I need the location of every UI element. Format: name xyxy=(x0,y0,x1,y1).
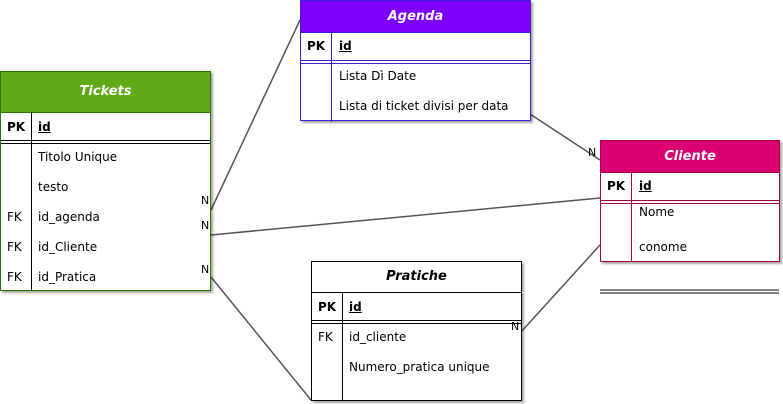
field-lista-ticket: Lista di ticket divisi per data xyxy=(339,99,509,113)
field-testo: testo xyxy=(38,180,69,194)
field-id: id xyxy=(639,179,652,193)
field-id-cliente: id_Cliente xyxy=(38,240,98,254)
fk-label: FK xyxy=(7,240,22,254)
pk-label: PK xyxy=(607,179,626,193)
entity-agenda[interactable]: Agenda PK id Lista Dì Date Lista di tick… xyxy=(300,0,531,122)
entity-pratiche[interactable]: Pratiche PK id FK id_cliente Numero_prat… xyxy=(311,261,522,401)
fk-label: FK xyxy=(318,330,333,344)
field-id: id xyxy=(38,120,51,134)
field-id: id xyxy=(349,300,362,314)
relation-tickets-pratiche xyxy=(210,276,312,401)
entity-cliente[interactable]: Cliente PK id Nome conome xyxy=(600,140,780,262)
field-id: id xyxy=(339,39,352,53)
field-conome: conome xyxy=(639,240,687,254)
entity-pratiche-header: Pratiche xyxy=(312,262,521,292)
field-titolo: Titolo Unique xyxy=(38,150,118,164)
relation-agenda-cliente xyxy=(529,113,601,161)
entity-cliente-header: Cliente xyxy=(601,141,779,172)
entity-tickets-header: Tickets xyxy=(1,72,210,112)
field-id-pratica: id_Pratica xyxy=(38,270,97,284)
field-id-cliente: id_cliente xyxy=(349,330,407,344)
cardinality-label: N xyxy=(201,219,210,232)
relation-pratiche-cliente xyxy=(520,244,601,333)
pk-label: PK xyxy=(7,120,26,134)
field-numero-pratica: Numero_pratica unique xyxy=(349,360,490,374)
cardinality-label: N xyxy=(201,263,210,276)
field-id-agenda: id_agenda xyxy=(38,210,100,224)
cardinality-label: N xyxy=(511,320,520,333)
entity-agenda-header: Agenda xyxy=(301,1,530,32)
pk-label: PK xyxy=(318,300,337,314)
entity-tickets[interactable]: Tickets PK id Titolo Unique testo FK id_… xyxy=(0,71,211,291)
fk-label: FK xyxy=(7,210,22,224)
relation-tickets-agenda xyxy=(210,19,301,211)
fk-label: FK xyxy=(7,270,22,284)
field-lista-date: Lista Dì Date xyxy=(339,69,417,83)
field-nome: Nome xyxy=(639,205,675,219)
cardinality-label: N xyxy=(588,146,597,159)
relation-tickets-cliente xyxy=(210,197,601,236)
pk-label: PK xyxy=(307,39,326,53)
cardinality-label: N xyxy=(201,194,210,207)
